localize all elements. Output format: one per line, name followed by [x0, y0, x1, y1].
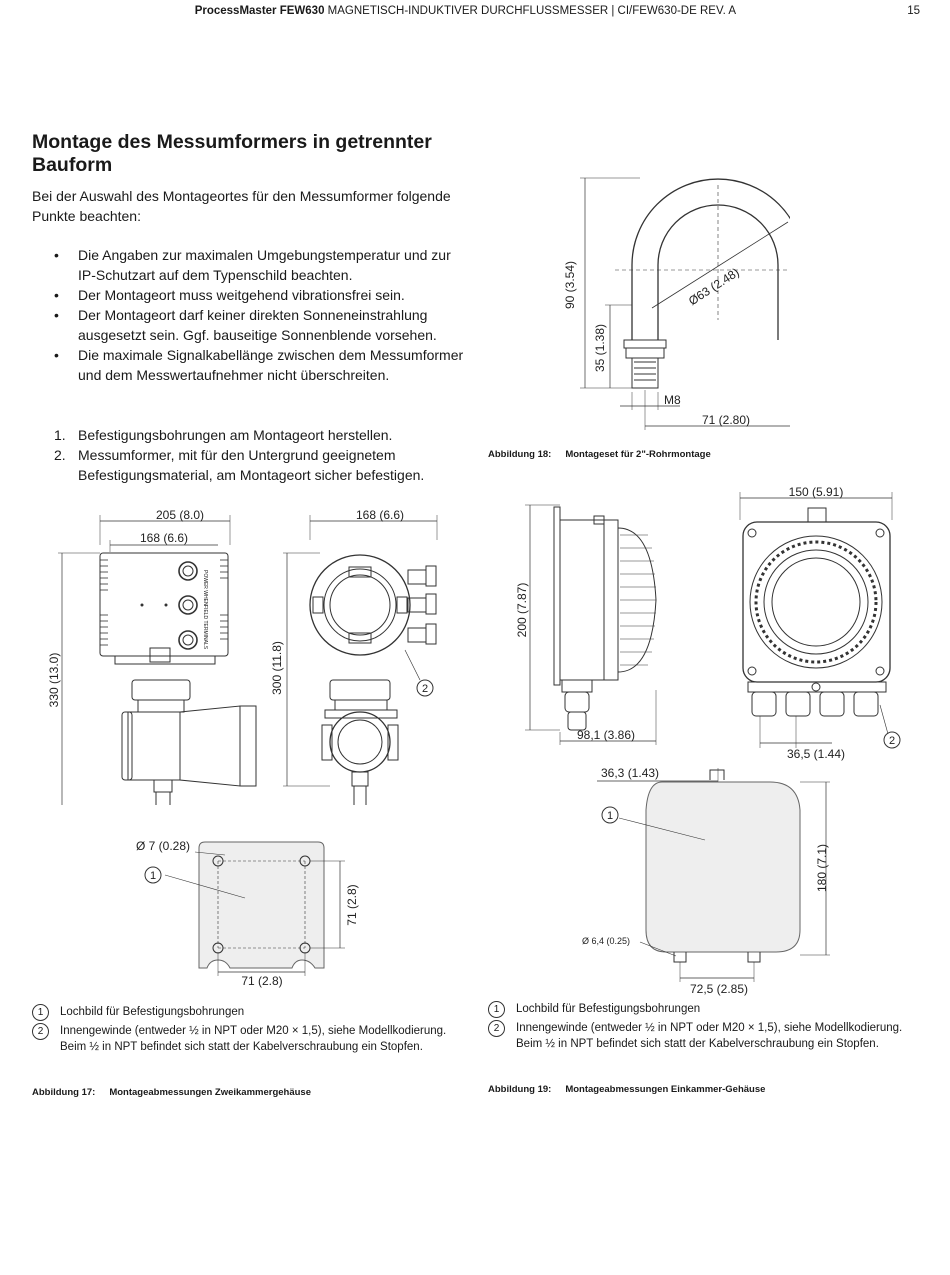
legend-item: 2 Innengewinde (entweder ½ in NPT oder M…: [488, 1020, 908, 1052]
dim-71-h: 71 (2.8): [241, 974, 282, 988]
figure18-ubolt-drawing: 90 (3.54) 35 (1.38) Ø63 (2.48) M8 71 (2.…: [563, 177, 790, 430]
dim-168-front: 168 (6.6): [356, 508, 404, 522]
header-title: ProcessMaster FEW630 MAGNETISCH-INDUKTIV…: [195, 5, 736, 17]
housing-label: POWER WHEN: [202, 570, 208, 606]
bullet-item: Die Angaben zur maximalen Umgebungstempe…: [32, 245, 472, 285]
legend-text: Innengewinde (entweder ½ in NPT oder M20…: [60, 1025, 447, 1053]
callout-2: 2: [422, 683, 428, 695]
dim-180: 180 (7.1): [815, 844, 829, 892]
dim-71-v: 71 (2.8): [345, 884, 359, 925]
legend-number: 2: [488, 1020, 505, 1037]
legend-number: 1: [488, 1001, 505, 1018]
bullet-item: Der Montageort muss weitgehend vibration…: [32, 285, 472, 305]
figure18-caption-text: Montageset für 2"-Rohrmontage: [565, 449, 711, 460]
dim-hole: Ø 6,4 (0.25): [582, 936, 630, 946]
dim-300: 300 (11.8): [270, 641, 284, 695]
dim-98: 98,1 (3.86): [577, 728, 635, 742]
legend-item: 1 Lochbild für Befestigungsbohrungen: [488, 1001, 908, 1018]
legend-number: 2: [32, 1023, 49, 1040]
step-number: 2.: [54, 447, 66, 463]
figure17-caption-text: Montageabmessungen Zweikammergehäuse: [109, 1087, 311, 1098]
legend-number: 1: [32, 1004, 49, 1021]
step-item: 1. Befestigungsbohrungen am Montageort he…: [32, 425, 472, 445]
dim-330: 330 (13.0): [47, 653, 61, 708]
dim-35: 35 (1.38): [593, 324, 607, 372]
step-number: 1.: [54, 427, 66, 443]
legend-text: Lochbild für Befestigungsbohrungen: [516, 1003, 701, 1015]
dim-36-3: 36,3 (1.43): [601, 766, 659, 780]
figure17-caption-label: Abbildung 17:: [32, 1087, 96, 1098]
page-number: 15: [907, 5, 920, 17]
housing-label: FIELD TERMINALS: [202, 605, 208, 650]
figure19-caption: Abbildung 19: Montageabmessungen Einkamme…: [488, 1084, 765, 1095]
step-text: Messumformer, mit für den Untergrund gee…: [78, 447, 425, 483]
section-title: Montage des Messumformers in getrennter …: [32, 131, 432, 176]
figure17-caption: Abbildung 17: Montageabmessungen Zweikamm…: [32, 1087, 311, 1098]
figure17-hole-pattern: 1 Ø 7 (0.28) 71 (2.8) 71 (2.8): [136, 839, 359, 988]
bullet-item: Der Montageort darf keiner direkten Sonn…: [32, 305, 472, 345]
dim-36-5: 36,5 (1.44): [787, 747, 845, 761]
figure19-caption-label: Abbildung 19:: [488, 1084, 552, 1095]
dim-72-5: 72,5 (2.85): [690, 982, 748, 996]
figure19-housing-drawing: 200 (7.87) 98,1 (3.86) 150 (5.91) 36,5 (…: [515, 485, 901, 761]
dim-diameter: Ø63 (2.48): [686, 265, 742, 308]
intro-paragraph: Bei der Auswahl des Montageortes für den…: [32, 188, 451, 224]
step-text: Befestigungsbohrungen am Montageort hers…: [78, 427, 393, 443]
dim-thread: M8: [664, 393, 681, 407]
bullet-list: Die Angaben zur maximalen Umgebungstempe…: [32, 245, 472, 385]
figure19-hole-pattern: 36,3 (1.43) 1 180 (7.1) Ø 6,4 (0.25) 72,…: [582, 766, 830, 996]
figure18-caption: Abbildung 18: Montageset für 2"-Rohrmonta…: [488, 449, 711, 460]
figure19-legend: 1 Lochbild für Befestigungsbohrungen 2 I…: [488, 1001, 908, 1055]
callout-2: 2: [889, 735, 895, 747]
legend-item: 1 Lochbild für Befestigungsbohrungen: [32, 1004, 452, 1021]
header-subtitle: MAGNETISCH-INDUKTIVER DURCHFLUSSMESSER |…: [327, 5, 736, 17]
step-list: 1. Befestigungsbohrungen am Montageort he…: [32, 425, 472, 485]
dim-205: 205 (8.0): [156, 508, 204, 522]
dim-hole: Ø 7 (0.28): [136, 839, 190, 853]
bullet-item: Die maximale Signalkabellänge zwischen d…: [32, 345, 472, 385]
callout-1: 1: [150, 870, 156, 882]
legend-item: 2 Innengewinde (entweder ½ in NPT oder M…: [32, 1023, 452, 1055]
legend-text: Lochbild für Befestigungsbohrungen: [60, 1006, 245, 1018]
header-product: ProcessMaster FEW630: [194, 5, 325, 17]
callout-1: 1: [607, 810, 613, 822]
figure19-caption-text: Montageabmessungen Einkammer-Gehäuse: [565, 1084, 766, 1095]
figure17-legend: 1 Lochbild für Befestigungsbohrungen 2 I…: [32, 1004, 452, 1058]
dim-150: 150 (5.91): [789, 485, 844, 499]
legend-text: Innengewinde (entweder ½ in NPT oder M20…: [516, 1022, 903, 1050]
dim-200: 200 (7.87): [515, 583, 529, 638]
step-item: 2. Messumformer, mit für den Untergrund g…: [32, 445, 472, 485]
dim-168-side: 168 (6.6): [140, 531, 188, 545]
dim-71: 71 (2.80): [702, 413, 750, 427]
figure17-housing-drawing: 205 (8.0) 168 (6.6) POWER WHEN FIELD TER…: [47, 508, 438, 805]
figure18-caption-label: Abbildung 18:: [488, 449, 552, 460]
page-header: ProcessMaster FEW630 MAGNETISCH-INDUKTIV…: [0, 5, 950, 21]
dim-90: 90 (3.54): [563, 261, 577, 309]
